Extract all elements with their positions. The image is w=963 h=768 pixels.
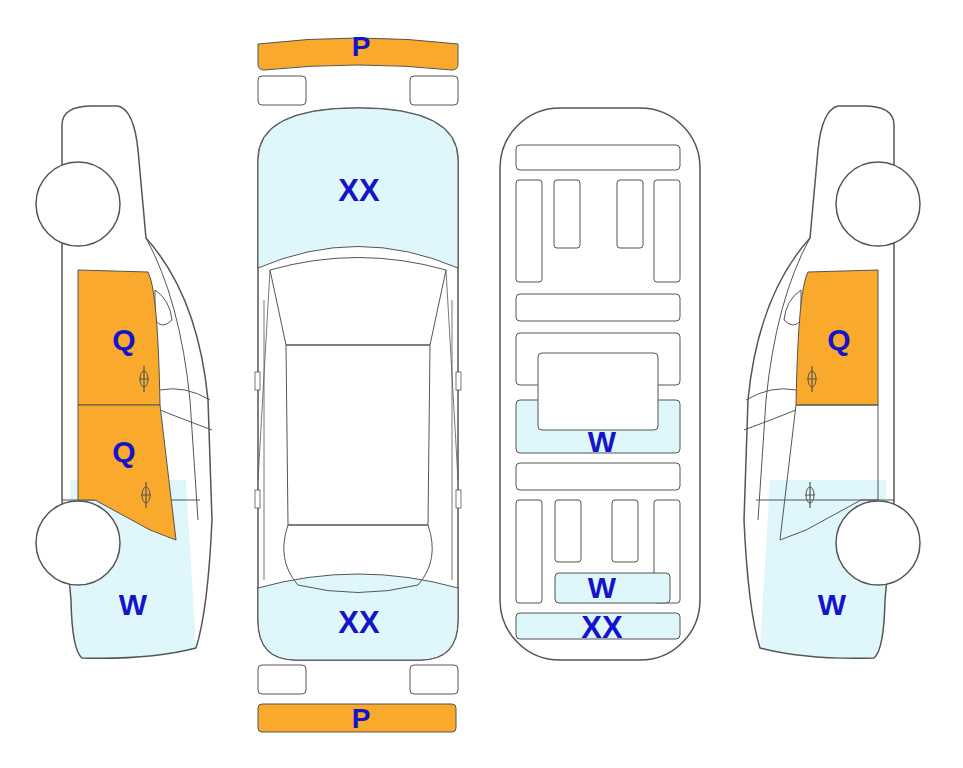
damage-code: Q: [827, 325, 850, 355]
damage-code: Q: [112, 325, 135, 355]
damage-code: XX: [338, 607, 379, 638]
damage-code: W: [588, 573, 616, 603]
damage-code: W: [119, 590, 147, 620]
damage-code: P: [352, 705, 371, 733]
damage-code: XX: [338, 175, 379, 206]
damage-code: W: [588, 427, 616, 457]
damage-code: Q: [112, 437, 135, 467]
damage-code: XX: [581, 612, 622, 643]
damage-code: P: [352, 33, 371, 61]
damage-code: W: [818, 590, 846, 620]
